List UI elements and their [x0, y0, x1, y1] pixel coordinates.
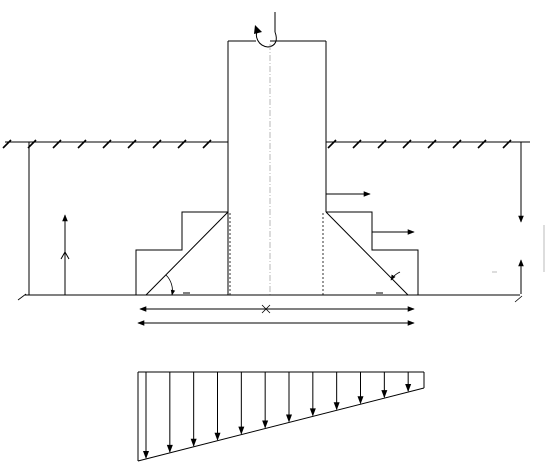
half-width-dimension — [139, 304, 415, 314]
pressure-arrow-head — [190, 438, 197, 447]
column — [227, 40, 327, 295]
pressure-arrow-head — [405, 384, 412, 393]
punching-line-left — [145, 211, 229, 296]
pressure-arrow-head — [166, 444, 173, 453]
pressure-arrow-head — [333, 402, 340, 411]
pressure-arrows — [143, 372, 412, 459]
pressure-arrow-head — [381, 390, 388, 399]
ground-hatching — [2, 139, 512, 149]
pressure-arrow-head — [238, 426, 245, 435]
ground-surface — [2, 139, 530, 149]
upward-arrow-icon — [60, 214, 70, 295]
base-end-mark-right — [514, 295, 523, 303]
angle-arc-left — [165, 274, 176, 296]
pressure-arrow-head — [309, 408, 316, 417]
soil-pressure-diagram — [137, 371, 425, 462]
punching-line-right — [325, 211, 409, 296]
moment-arrow-icon — [254, 12, 277, 48]
angle-arc-right — [390, 271, 401, 281]
pressure-arrow-head — [357, 396, 364, 405]
pressure-slope-line — [137, 387, 425, 462]
pressure-arrow-head — [143, 450, 149, 459]
right-depth-dimension — [492, 142, 545, 294]
footing-left-step — [135, 211, 228, 295]
pressure-arrow-head — [214, 432, 221, 441]
base-end-mark-left — [17, 293, 27, 301]
pressure-arrow-head — [286, 414, 292, 423]
pressure-arrow-head — [262, 420, 269, 429]
footing-right-step — [326, 211, 419, 295]
